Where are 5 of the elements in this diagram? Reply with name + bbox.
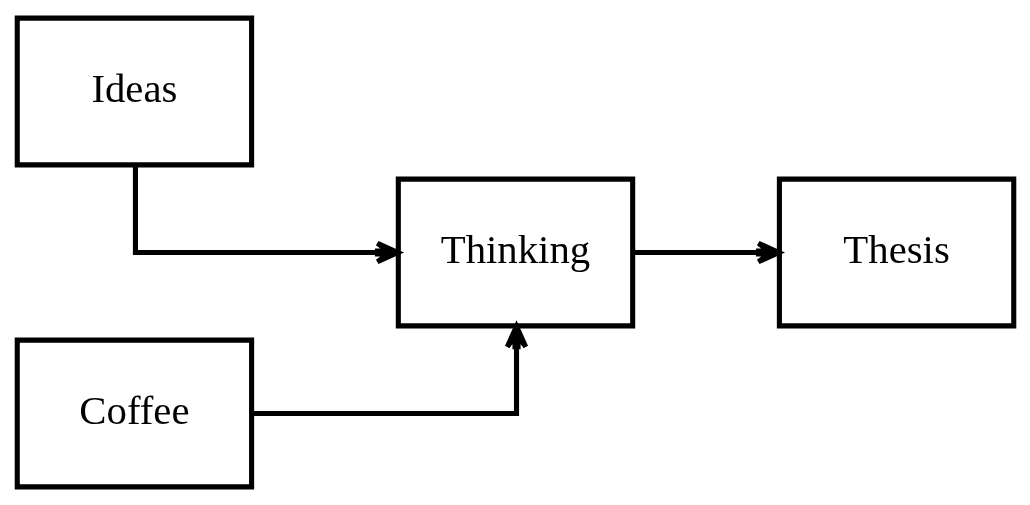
node-box: Coffee — [14, 337, 254, 490]
arrow — [251, 323, 528, 417]
node-box: Thinking — [395, 176, 635, 329]
node-box: Thesis — [776, 176, 1016, 329]
node-box: Ideas — [14, 15, 254, 168]
